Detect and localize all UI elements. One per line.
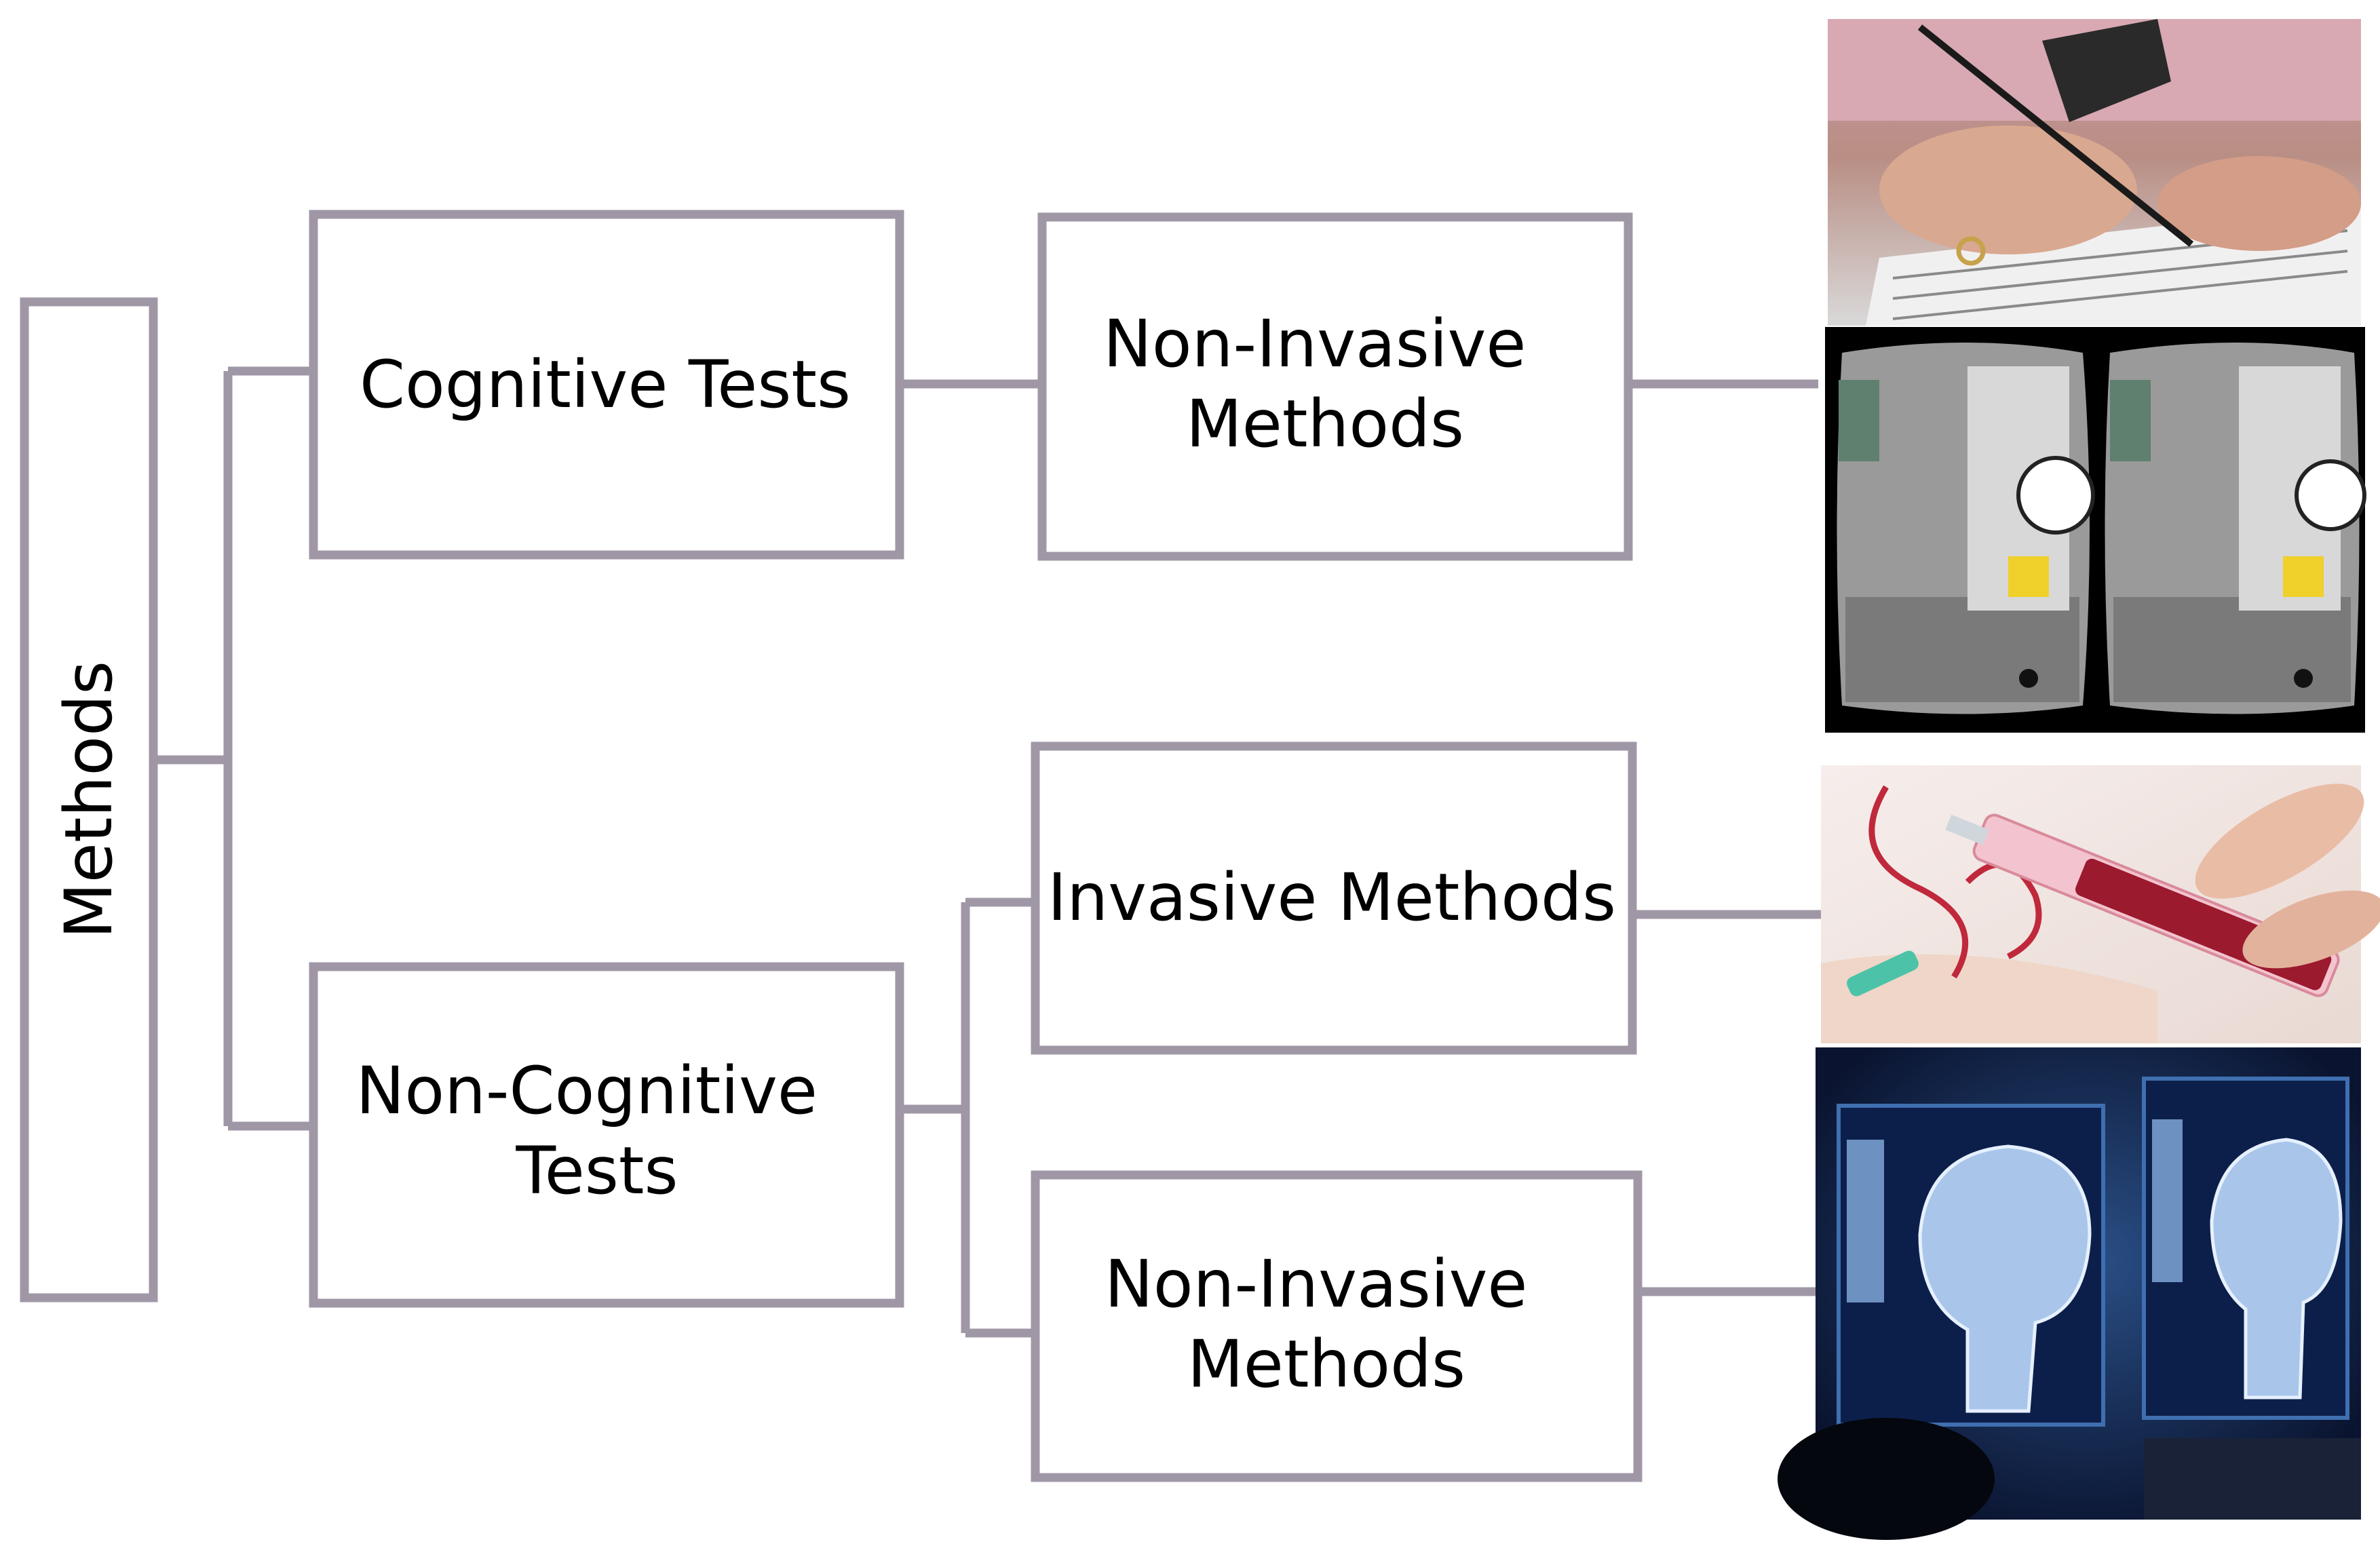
cognitive-non-invasive-node: Non-Invasive Methods <box>1037 212 1633 561</box>
methods-label: Methods <box>51 661 127 939</box>
non-cognitive-non-invasive-node: Non-Invasive Methods <box>1031 1170 1643 1482</box>
cognitive-tests-node: Cognitive Tests <box>309 210 904 560</box>
non-cognitive-tests-label: Non-Cognitive Tests <box>356 1053 839 1209</box>
writing-test-photo <box>1828 19 2361 326</box>
vr-right-view <box>2105 343 2366 714</box>
non-cognitive-tests-node: Non-Cognitive Tests <box>309 962 904 1308</box>
root-connector <box>153 366 313 1131</box>
cognitive-tests-label: Cognitive Tests <box>360 347 851 423</box>
connectors <box>153 366 1825 1338</box>
invasive-methods-label: Invasive Methods <box>1048 860 1616 935</box>
non-cognitive-non-invasive-label: Non-Invasive Methods <box>1105 1246 1548 1402</box>
cognitive-non-invasive-label: Non-Invasive Methods <box>1103 306 1547 462</box>
vr-clock-test-photo <box>1825 327 2366 733</box>
non-cognitive-connector <box>900 898 1035 1338</box>
invasive-methods-node: Invasive Methods <box>1031 741 1637 1055</box>
blood-sample-photo <box>1821 765 2380 1043</box>
brain-mri-photo <box>1778 1047 2361 1540</box>
vr-left-view <box>1837 343 2095 714</box>
methods-node: Methods <box>20 297 158 1302</box>
